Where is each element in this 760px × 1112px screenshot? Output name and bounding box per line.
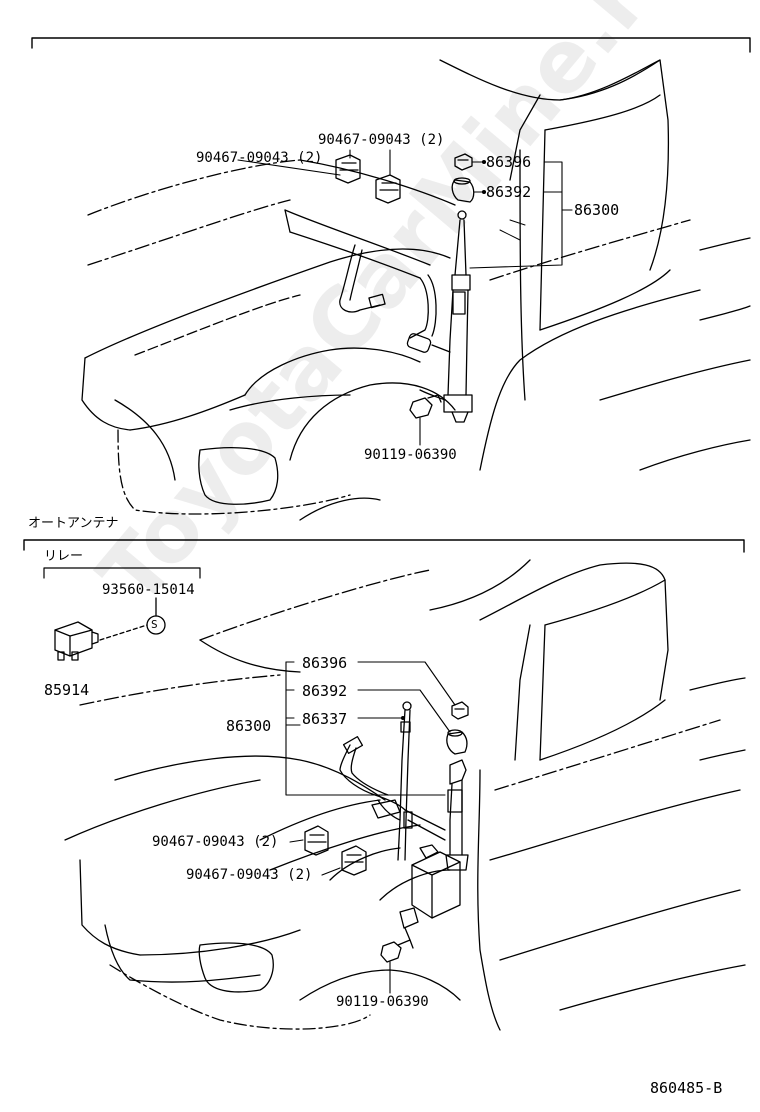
top-frame — [31, 37, 751, 53]
bottom-bezel-86392 — [446, 729, 468, 755]
bottom-clip-90467-a — [304, 825, 329, 856]
bottom-label-90119: 90119-06390 — [336, 994, 429, 1010]
s-symbol-letter: S — [151, 618, 158, 631]
top-leader-lines — [237, 149, 573, 446]
top-clip-90467-b — [375, 174, 401, 204]
bottom-label-93560: 93560-15014 — [102, 582, 195, 598]
bottom-label-86396: 86396 — [302, 654, 348, 672]
bottom-clip-90467-b — [341, 845, 367, 876]
top-antenna-mast — [419, 210, 473, 423]
bottom-label-86392: 86392 — [302, 682, 348, 700]
top-label-90467-b: 90467-09043 (2) — [318, 132, 445, 148]
bottom-label-86337: 86337 — [302, 710, 348, 728]
bottom-label-85914: 85914 — [44, 681, 90, 699]
top-nut-86396 — [454, 153, 473, 171]
top-label-90467-a: 90467-09043 (2) — [196, 150, 323, 166]
top-clip-90467-a — [335, 154, 361, 184]
bottom-antenna-cable — [339, 736, 446, 841]
bottom-frame — [23, 539, 745, 553]
top-panel — [31, 37, 751, 521]
top-bezel-86392 — [451, 177, 475, 203]
bottom-label-90467-b: 90467-09043 (2) — [186, 867, 313, 883]
top-label-90119: 90119-06390 — [364, 447, 457, 463]
bottom-bolt-90119 — [380, 939, 414, 963]
bottom-nut-86396 — [451, 701, 469, 720]
top-bolt-90119 — [409, 394, 442, 419]
bottom-leader-lines — [285, 661, 456, 994]
bottom-antenna-mast — [397, 701, 469, 941]
bottom-panel — [23, 539, 746, 1031]
relay-title: リレー — [44, 549, 84, 564]
bottom-label-86300: 86300 — [226, 717, 272, 735]
top-label-86392: 86392 — [486, 183, 532, 201]
top-antenna-cable — [284, 209, 451, 353]
top-label-86396: 86396 — [486, 153, 532, 171]
section-title-auto-antenna: オートアンテナ — [28, 516, 119, 531]
relay-bracket — [43, 567, 201, 579]
top-car-body — [81, 59, 751, 521]
top-label-86300: 86300 — [574, 201, 620, 219]
bottom-label-90467-a: 90467-09043 (2) — [152, 834, 279, 850]
relay-85914 — [54, 621, 99, 661]
diagram-code: 860485-B — [650, 1079, 723, 1097]
relay-s-symbol — [99, 597, 166, 641]
